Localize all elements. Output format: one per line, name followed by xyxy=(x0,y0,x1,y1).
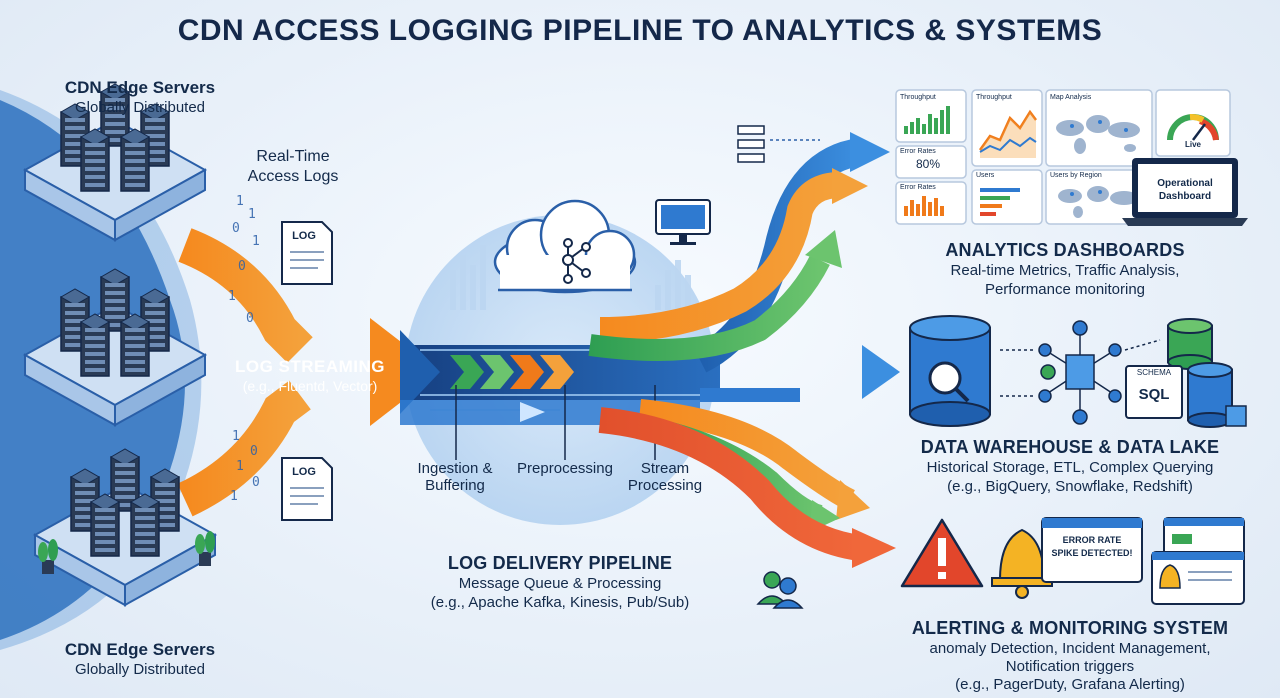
schema-label: SCHEMA xyxy=(1136,368,1172,377)
svg-text:0: 0 xyxy=(250,444,258,459)
svg-text:0: 0 xyxy=(232,221,240,236)
warehouse-line1: Historical Storage, ETL, Complex Queryin… xyxy=(926,459,1214,476)
server-rack-cluster-top xyxy=(22,83,208,242)
server-rack-cluster-middle xyxy=(22,268,208,427)
edge-top-subtitle: Globally Distributed xyxy=(74,99,206,116)
analytics-line2: Performance monitoring xyxy=(984,281,1146,298)
log-doc-label-top: LOG xyxy=(292,230,316,242)
svg-text:1: 1 xyxy=(252,234,260,249)
stage-ingestion-line2: Buffering xyxy=(425,477,485,494)
warehouse-icons xyxy=(909,315,1247,428)
warehouse-line2: (e.g., BigQuery, Snowflake, Redshift) xyxy=(947,478,1193,495)
plant-icon xyxy=(38,539,58,574)
panel-throughput-small: Throughput xyxy=(900,94,936,101)
log-streaming-title: LOG STREAMING xyxy=(234,357,386,376)
log-document-bottom xyxy=(281,457,333,521)
plant-icon xyxy=(195,531,215,566)
realtime-logs-line2: Access Logs xyxy=(247,168,339,185)
sql-label: SQL xyxy=(1138,386,1170,403)
alerting-line2: Notification triggers xyxy=(1005,658,1135,675)
alerting-line1: anomaly Detection, Incident Management, xyxy=(929,640,1211,657)
edge-bottom-title: CDN Edge Servers xyxy=(64,640,216,659)
stage-stream-line1: Stream xyxy=(640,460,690,477)
log-document-top xyxy=(281,221,333,285)
dashboard-panels xyxy=(895,89,1248,226)
operational-dashboard-line2: Dashboard xyxy=(1158,191,1212,202)
panel-live: Live xyxy=(1184,140,1201,149)
svg-text:1: 1 xyxy=(230,489,238,504)
svg-text:1: 1 xyxy=(236,459,244,474)
alert-text-line1: ERROR RATE xyxy=(1062,535,1122,545)
pipeline-title: LOG DELIVERY PIPELINE xyxy=(447,553,673,573)
panel-error-rates-1: Error Rates xyxy=(900,148,936,155)
alerting-icons xyxy=(756,517,1245,609)
list-icon xyxy=(737,125,765,163)
alert-text-line2: SPIKE DETECTED! xyxy=(1051,548,1133,558)
svg-text:0: 0 xyxy=(238,259,246,274)
edge-bottom-subtitle: Globally Distributed xyxy=(74,661,206,678)
panel-error-percent: 80% xyxy=(916,157,941,171)
log-doc-label-bottom: LOG xyxy=(292,466,316,478)
stage-stream-line2: Processing xyxy=(627,477,703,494)
pipeline-examples: (e.g., Apache Kafka, Kinesis, Pub/Sub) xyxy=(430,594,690,611)
panel-users: Users xyxy=(976,172,995,179)
alerting-line3: (e.g., PagerDuty, Grafana Alerting) xyxy=(955,676,1185,693)
warehouse-title: DATA WAREHOUSE & DATA LAKE xyxy=(920,437,1220,457)
monitor-icon xyxy=(655,199,711,245)
svg-text:0: 0 xyxy=(246,311,254,326)
stage-ingestion-line1: Ingestion & xyxy=(417,460,493,477)
panel-throughput-big: Throughput xyxy=(976,94,1012,101)
alerting-title: ALERTING & MONITORING SYSTEM xyxy=(911,618,1229,638)
analytics-title: ANALYTICS DASHBOARDS xyxy=(945,240,1185,260)
stage-preprocessing: Preprocessing xyxy=(517,460,613,477)
analytics-line1: Real-time Metrics, Traffic Analysis, xyxy=(950,262,1180,279)
operational-dashboard-line1: Operational xyxy=(1157,178,1213,189)
panel-map-analysis: Map Analysis xyxy=(1050,94,1092,101)
svg-text:1: 1 xyxy=(248,207,256,222)
cloud-icon xyxy=(493,199,637,294)
log-streaming-subtitle: (e.g., Fluentd, Vector) xyxy=(242,378,378,394)
panel-users-by-region: Users by Region xyxy=(1050,172,1102,179)
pipeline-subtitle: Message Queue & Processing xyxy=(458,575,662,592)
svg-text:1: 1 xyxy=(228,289,236,304)
page-title: CDN ACCESS LOGGING PIPELINE TO ANALYTICS… xyxy=(177,14,1103,47)
svg-text:0: 0 xyxy=(252,475,260,490)
realtime-logs-line1: Real-Time xyxy=(256,148,330,165)
panel-error-rates-2: Error Rates xyxy=(900,184,936,191)
svg-text:1: 1 xyxy=(232,429,240,444)
svg-text:1: 1 xyxy=(236,194,244,209)
edge-top-title: CDN Edge Servers xyxy=(64,78,216,97)
